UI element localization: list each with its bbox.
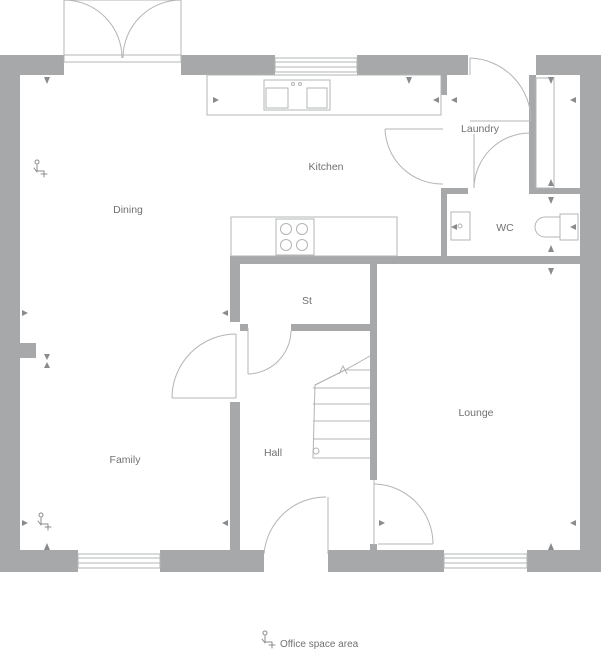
- room-label-lounge: Lounge: [458, 407, 493, 419]
- stairs: [312, 355, 371, 459]
- room-labels: Kitchen Laundry Dining WC St Lounge Hall…: [110, 123, 515, 466]
- office-space-marker: [33, 159, 48, 178]
- room-label-store: St: [302, 295, 312, 307]
- room-label-dining: Dining: [113, 204, 143, 216]
- room-label-kitchen: Kitchen: [308, 161, 343, 173]
- seated-person-icon: [261, 630, 276, 649]
- room-label-laundry: Laundry: [461, 123, 500, 135]
- legend-label: Office space area: [280, 639, 359, 650]
- walls: [0, 55, 601, 572]
- kitchen-fittings: [206, 74, 442, 257]
- room-label-hall: Hall: [264, 447, 282, 459]
- windows: [77, 57, 528, 569]
- room-label-wc: WC: [496, 222, 514, 234]
- dimension-arrows: [22, 77, 576, 550]
- room-label-family: Family: [110, 454, 142, 466]
- office-space-marker: [37, 512, 52, 531]
- wc-fittings: [450, 211, 579, 241]
- legend: Office space area: [261, 630, 359, 650]
- doors: [63, 0, 555, 555]
